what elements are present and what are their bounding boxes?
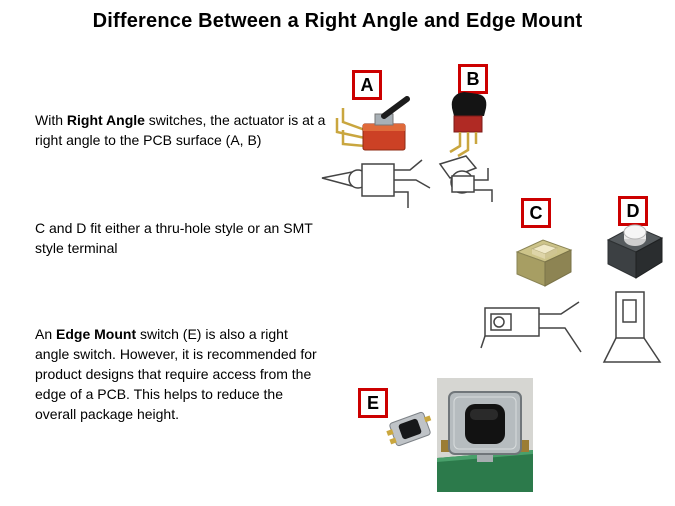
- paragraph-edge-mount: An Edge Mount switch (E) is also a right…: [35, 324, 325, 424]
- rocker-cap: [451, 92, 487, 116]
- callout-label-e-text: E: [366, 393, 379, 413]
- callout-label-a: A: [352, 70, 382, 100]
- switch-c-line-drawing: [480, 301, 582, 353]
- switch-d-line-drawing: [602, 291, 662, 363]
- switch-d-photo: [606, 224, 664, 279]
- edge-mount-switch-on-pcb-photo: [437, 378, 533, 492]
- switch-b-line-drawing: [438, 155, 493, 202]
- callout-label-c-text: C: [529, 203, 543, 223]
- callout-label-e: E: [358, 388, 388, 418]
- toggle-lever: [381, 96, 410, 119]
- switch-c-photo: [515, 239, 573, 287]
- switch-b-photo: [449, 92, 487, 158]
- switch-e-photo: [386, 411, 432, 447]
- callout-label-d-text: D: [626, 201, 640, 221]
- callout-label-a-text: A: [360, 75, 374, 95]
- pcb-edge: [437, 450, 533, 492]
- paragraph-right-angle-rest: switches, the actuator is at a right ang…: [35, 112, 326, 148]
- paragraph-terminals: C and D fit either a thru-hole style or …: [35, 220, 313, 256]
- paragraph-edge-mount-lead: An: [35, 326, 57, 342]
- switch-a-line-drawing: [321, 159, 431, 208]
- switch-d-plunger: [623, 224, 647, 240]
- right-angle-emphasis: Right Angle: [66, 112, 145, 128]
- paragraph-right-angle: With Right Angle switches, the actuator …: [35, 110, 337, 150]
- callout-label-d: D: [618, 196, 648, 226]
- edge-mount-emphasis: Edge Mount: [56, 326, 137, 342]
- callout-label-b: B: [458, 64, 488, 94]
- switch-e-button: [398, 418, 422, 440]
- paragraph-edge-mount-rest: switch (E) is also a right angle switch.…: [35, 326, 317, 422]
- callout-label-c: C: [521, 198, 551, 228]
- switch-a-photo: [335, 96, 410, 151]
- page-title: Difference Between a Right Angle and Edg…: [92, 10, 583, 32]
- callout-label-b-text: B: [466, 69, 480, 89]
- paragraph-right-angle-lead: With: [35, 112, 67, 128]
